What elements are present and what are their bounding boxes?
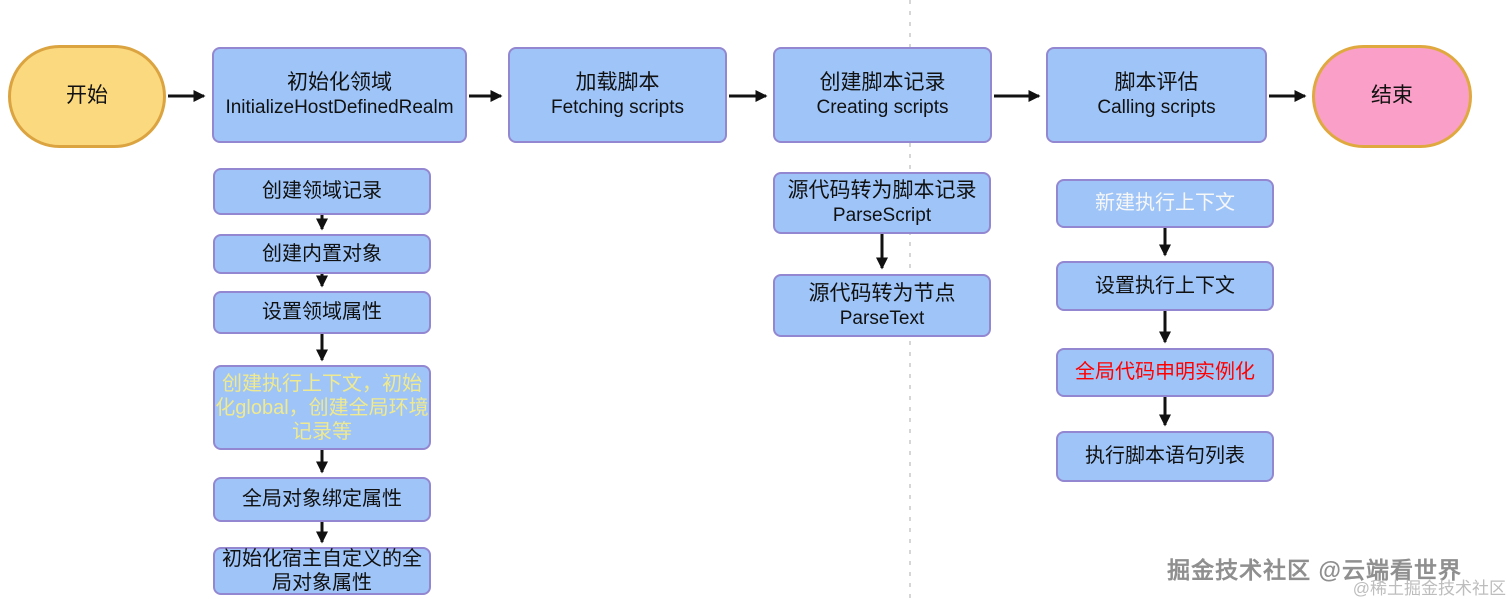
realm-step-global-object-bind: 全局对象绑定属性: [213, 477, 431, 522]
realm-step-label: 创建内置对象: [262, 242, 382, 265]
main-step-initialize-realm: 初始化领域 InitializeHostDefinedRealm: [212, 47, 467, 143]
main-step-title: 脚本评估: [1114, 71, 1199, 94]
watermark-primary: 掘金技术社区 @云端看世界: [1167, 557, 1462, 583]
realm-step-set-realm-properties: 设置领域属性: [213, 291, 431, 334]
end-node-label: 结束: [1371, 84, 1413, 108]
realm-step-label: 设置领域属性: [262, 301, 382, 323]
parse-step-parse-text: 源代码转为节点 ParseText: [773, 274, 991, 337]
realm-step-init-host-globals: 初始化宿主自定义的全局对象属性: [213, 547, 431, 595]
eval-step-label: 设置执行上下文: [1095, 274, 1235, 297]
main-step-subtitle: Fetching scripts: [550, 97, 685, 119]
realm-step-label: 创建领域记录: [262, 180, 382, 202]
main-step-creating-scripts: 创建脚本记录 Creating scripts: [773, 47, 992, 143]
parse-step-parse-script: 源代码转为脚本记录 ParseScript: [773, 172, 991, 234]
main-step-subtitle: InitializeHostDefinedRealm: [225, 97, 454, 119]
parse-step-subtitle: ParseScript: [832, 205, 932, 227]
main-step-title: 加载脚本: [575, 71, 660, 94]
parse-step-title: 源代码转为脚本记录: [787, 179, 977, 202]
eval-step-global-declaration-instantiation: 全局代码申明实例化: [1056, 348, 1274, 397]
realm-step-create-execution-context: 创建执行上下文，初始化global，创建全局环境记录等: [213, 365, 431, 450]
parse-step-subtitle: ParseText: [839, 307, 925, 329]
eval-step-new-execution-context: 新建执行上下文: [1056, 179, 1274, 228]
realm-step-label: 全局对象绑定属性: [242, 488, 402, 510]
eval-step-run-statement-list: 执行脚本语句列表: [1056, 431, 1274, 482]
eval-step-set-execution-context: 设置执行上下文: [1056, 261, 1274, 311]
eval-step-label: 全局代码申明实例化: [1075, 361, 1255, 383]
main-step-title: 创建脚本记录: [819, 71, 946, 94]
start-node: 开始: [8, 45, 166, 148]
main-step-subtitle: Creating scripts: [816, 97, 949, 119]
start-node-label: 开始: [66, 84, 108, 108]
parse-step-title: 源代码转为节点: [808, 281, 956, 305]
realm-step-create-intrinsics: 创建内置对象: [213, 234, 431, 274]
end-node: 结束: [1312, 45, 1472, 148]
main-step-title: 初始化领域: [287, 71, 392, 94]
realm-step-create-realm-record: 创建领域记录: [213, 168, 431, 215]
watermark-secondary: @稀土掘金技术社区: [1352, 579, 1506, 598]
eval-step-label: 新建执行上下文: [1095, 192, 1235, 214]
eval-step-label: 执行脚本语句列表: [1085, 445, 1245, 467]
main-step-calling-scripts: 脚本评估 Calling scripts: [1046, 47, 1267, 143]
main-step-fetching-scripts: 加载脚本 Fetching scripts: [508, 47, 727, 143]
realm-step-label: 初始化宿主自定义的全局对象属性: [222, 548, 422, 594]
realm-step-label: 创建执行上下文，初始化global，创建全局环境记录等: [215, 372, 429, 443]
main-step-subtitle: Calling scripts: [1097, 97, 1216, 119]
